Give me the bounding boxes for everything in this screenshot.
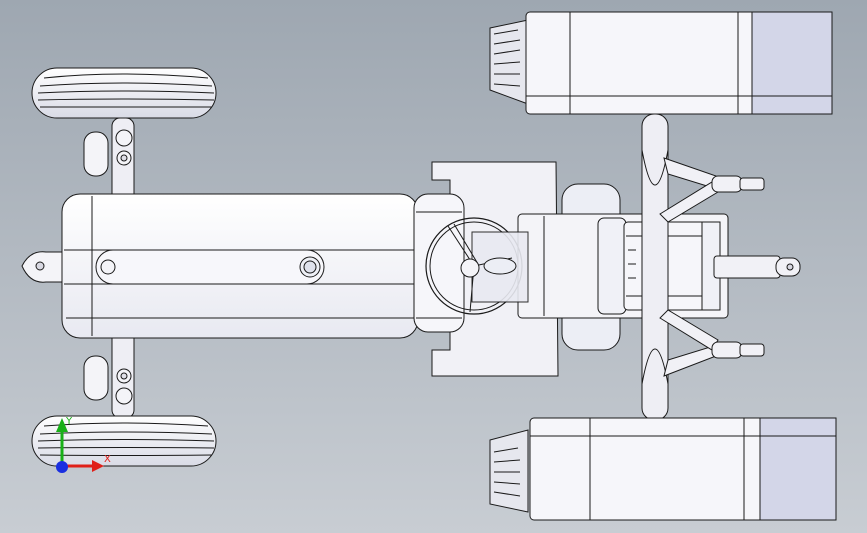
reference-triad: Y X bbox=[56, 416, 111, 473]
x-axis-label: X bbox=[104, 454, 111, 465]
front-tire-right bbox=[31, 415, 217, 467]
steering-wheel bbox=[425, 217, 529, 315]
y-axis-label: Y bbox=[65, 416, 73, 427]
y-axis-arrow bbox=[56, 418, 68, 432]
operator-platform bbox=[517, 183, 729, 351]
rear-wheel-right bbox=[489, 417, 837, 521]
engine-hood bbox=[21, 193, 419, 339]
three-point-hitch bbox=[659, 157, 801, 377]
z-axis-dot bbox=[56, 461, 68, 473]
front-tire-left bbox=[31, 67, 217, 119]
rear-wheel-left bbox=[489, 11, 833, 115]
x-axis-arrow bbox=[92, 460, 104, 472]
